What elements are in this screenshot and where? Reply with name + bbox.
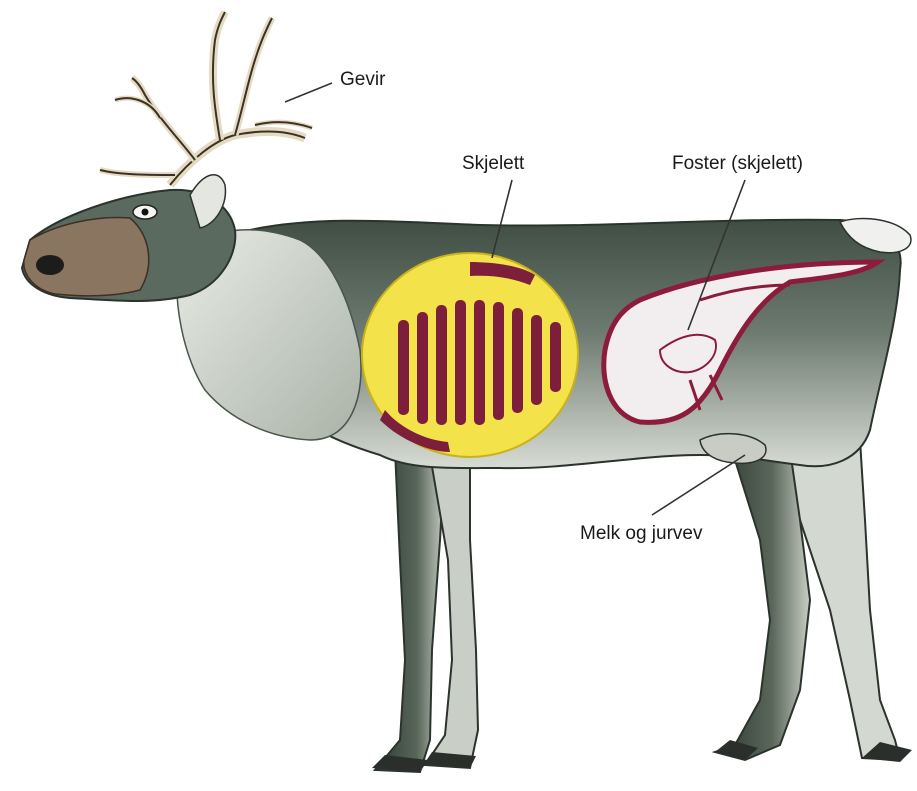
reindeer-head <box>22 175 235 301</box>
label-milk: Melk og jurvev <box>580 524 703 543</box>
front-legs <box>372 450 478 772</box>
hind-legs <box>715 440 912 762</box>
antlers <box>100 12 312 185</box>
label-skeleton: Skjelett <box>462 154 524 173</box>
skeleton-ribcage <box>362 253 578 457</box>
label-fetus: Foster (skjelett) <box>672 154 803 173</box>
label-antlers: Gevir <box>340 70 385 89</box>
